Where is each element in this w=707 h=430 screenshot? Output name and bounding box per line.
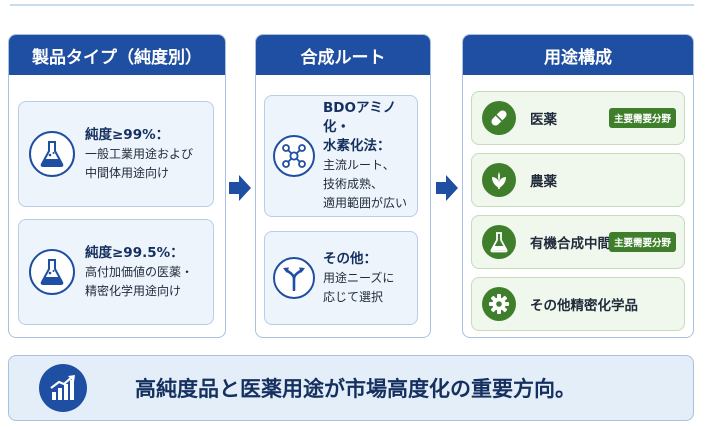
route-bdo-title-1: BDOアミノ化・ <box>323 100 397 135</box>
conclusion-text: 高純度品と医薬用途が市場高度化の重要方向。 <box>135 377 576 401</box>
route-other-desc-2: 応じて選択 <box>323 289 384 304</box>
route-bdo-desc-1: 主流ルート、 <box>323 158 395 172</box>
route-bdo-title-2: 水素化法： <box>323 138 391 154</box>
uses-panel-title: 用途構成 <box>463 35 693 75</box>
route-panel-title: 合成ルート <box>256 35 430 75</box>
route-other-desc-1: 用途ニーズに <box>323 270 395 285</box>
use-label-intermediate: 有機合成中間体 <box>530 236 625 252</box>
use-item-fine-chem: その他精密化学品 <box>471 277 685 331</box>
purity-99-5-desc-2: 精密化学用途向け <box>85 283 182 298</box>
route-other-title: その他： <box>323 250 377 267</box>
purity-99-title: 純度≥99%： <box>85 126 170 143</box>
uses-panel: 用途構成 医薬 主要需要分野 農薬 <box>462 34 694 338</box>
route-bdo-desc-3: 適用範囲が広い <box>323 196 408 210</box>
route-card-other: その他： 用途ニーズに 応じて選択 <box>264 231 418 325</box>
gear-icon <box>482 287 516 321</box>
leaf-icon <box>482 163 516 197</box>
growth-chart-icon <box>39 364 87 412</box>
purity-panel: 製品タイプ（純度別） 純度≥99%： 一般工業用途および 中間体用途向け 純度≥… <box>8 34 226 338</box>
purity-99-5-title: 純度≥99.5%： <box>85 244 184 261</box>
flask-icon <box>482 225 516 259</box>
main-demand-badge: 主要需要分野 <box>608 232 676 252</box>
flow-arrow-icon <box>436 175 458 201</box>
route-bdo-desc-2: 技術成熟、 <box>323 177 384 191</box>
conclusion-banner: 高純度品と医薬用途が市場高度化の重要方向。 <box>8 355 694 421</box>
purity-panel-title: 製品タイプ（純度別） <box>9 35 225 75</box>
fork-arrow-icon <box>273 257 315 299</box>
flask-icon <box>29 249 75 295</box>
route-card-bdo: BDOアミノ化・ 水素化法： 主流ルート、 技術成熟、 適用範囲が広い <box>264 95 418 217</box>
route-panel: 合成ルート BDOアミノ化・ 水素化法： 主流ルート、 技術成熟、 適用範囲が広… <box>255 34 431 338</box>
top-divider <box>10 4 694 6</box>
flask-icon <box>29 131 75 177</box>
use-item-agro: 農薬 <box>471 153 685 207</box>
use-label-fine-chem: その他精密化学品 <box>530 298 638 314</box>
purity-card-99-5: 純度≥99.5%： 高付加価値の医薬・ 精密化学用途向け <box>18 219 214 325</box>
use-label-pharma: 医薬 <box>530 112 557 128</box>
purity-99-5-desc-1: 高付加価値の医薬・ <box>85 264 194 279</box>
main-demand-badge: 主要需要分野 <box>608 108 676 128</box>
molecule-icon <box>273 135 315 177</box>
pill-icon <box>482 101 516 135</box>
use-label-agro: 農薬 <box>530 174 557 190</box>
use-item-pharma: 医薬 主要需要分野 <box>471 91 685 145</box>
purity-99-desc-2: 中間体用途向け <box>85 165 170 180</box>
flow-arrow-icon <box>229 175 251 201</box>
use-item-intermediate: 有機合成中間体 主要需要分野 <box>471 215 685 269</box>
purity-99-desc-1: 一般工業用途および <box>85 146 194 161</box>
purity-card-99: 純度≥99%： 一般工業用途および 中間体用途向け <box>18 101 214 207</box>
